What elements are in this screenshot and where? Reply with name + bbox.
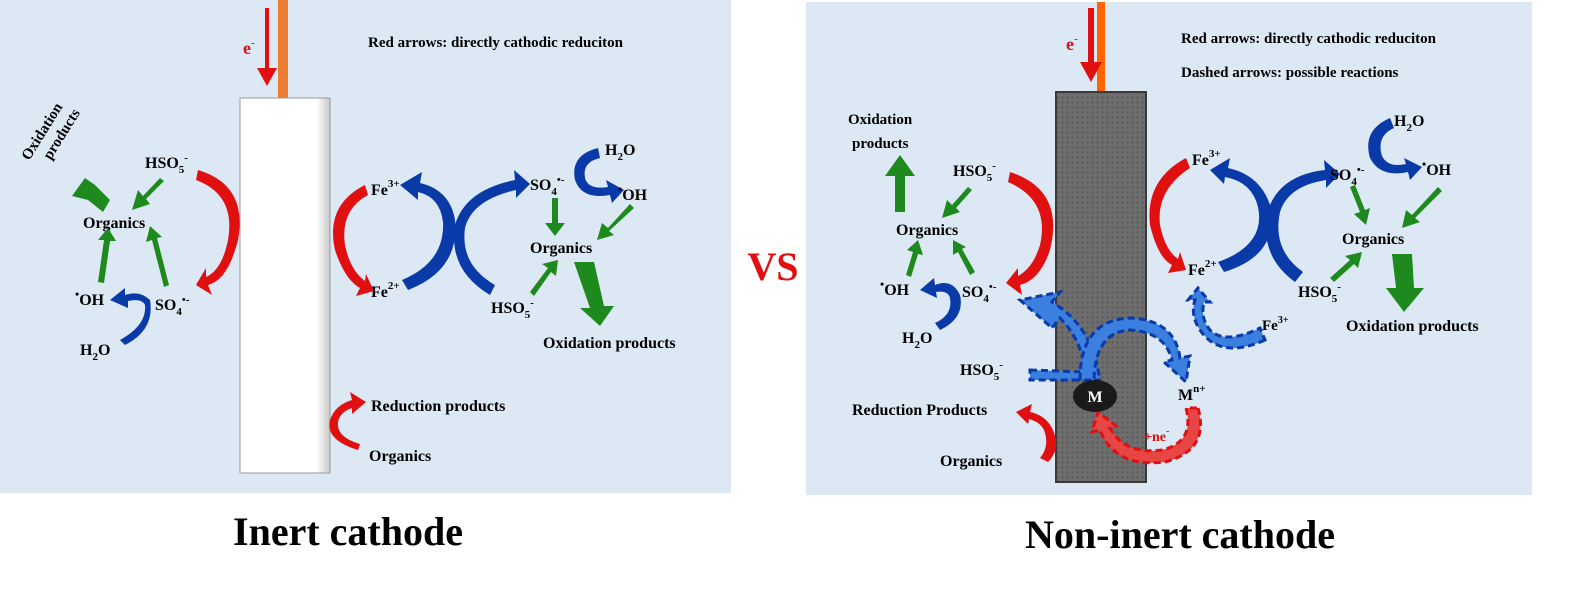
right-legend-2: Dashed arrows: possible reactions xyxy=(1181,65,1399,81)
right-plus-ne-label: +ne- xyxy=(1144,426,1169,445)
left-blue-arrow-fe2-to-fe3 xyxy=(400,172,456,290)
left-green-arrow-to-oxidation xyxy=(72,178,110,212)
right-right-oh-label: •OH xyxy=(1422,157,1452,179)
right-right-oxidation-label: Oxidation products xyxy=(1346,318,1479,335)
left-hso5-label: HSO5- xyxy=(145,152,188,176)
left-caption: Inert cathode xyxy=(233,509,463,554)
right-dashed-arrow-mn-to-m xyxy=(1089,406,1203,465)
left-right-hso5-label: HSO5- xyxy=(491,297,534,321)
left-green-arrow-so4-to-organics xyxy=(545,198,565,236)
left-green-arrow-oh-to-organics xyxy=(597,204,634,240)
right-dashed-arrow-m-to-mn xyxy=(1078,316,1192,385)
right-green-arrow-hso5-to-organics xyxy=(1330,252,1362,282)
right-green-arrow-so4-to-organics xyxy=(953,240,975,275)
right-metal-m-label: M xyxy=(1087,389,1102,406)
right-blue-arrow-h2o-to-oh xyxy=(920,278,961,330)
left-right-oh-label: •OH xyxy=(618,182,648,204)
right-right-so4-label: SO4•- xyxy=(1330,164,1365,188)
right-h2o-label: H2O xyxy=(902,330,932,351)
right-right-hso5-label: HSO5- xyxy=(1298,281,1341,305)
left-green-arrow-oh-to-organics xyxy=(98,228,116,283)
left-right-so4-label: SO4•- xyxy=(530,174,565,198)
left-green-arrow-organics-to-oxidation xyxy=(574,262,614,326)
right-blue-arrow-hso5-to-so4 xyxy=(1265,160,1340,282)
left-electron-arrow xyxy=(257,8,277,86)
left-red-arrow-fe3-to-fe2 xyxy=(333,185,374,296)
left-blue-arrow-h2o-to-oh xyxy=(574,148,624,203)
left-inert-electrode xyxy=(239,97,331,474)
right-green-arrow-organics-to-oxidation xyxy=(1386,254,1424,312)
right-fe2-label: Fe2+ xyxy=(1188,258,1217,279)
right-oh-label: •OH xyxy=(880,277,910,299)
left-right-h2o-label: H2O xyxy=(605,142,635,163)
left-reduction-organics-label: Organics xyxy=(369,448,431,465)
left-red-arrow-hso5-to-so4 xyxy=(196,170,240,295)
right-red-arrow-hso5-to-so4 xyxy=(1006,172,1054,295)
right-wire xyxy=(1097,2,1105,94)
left-fe3-label: Fe3+ xyxy=(371,178,400,199)
left-so4-label: SO4•- xyxy=(155,294,190,318)
right-right-h2o-label: H2O xyxy=(1394,113,1424,134)
right-fe3-label: Fe3+ xyxy=(1192,148,1221,169)
right-red-arrow-reduction xyxy=(1016,404,1057,462)
left-red-arrow-reduction xyxy=(329,392,366,450)
right-caption: Non-inert cathode xyxy=(1025,512,1335,557)
left-green-arrow-hso5-to-organics xyxy=(530,260,558,296)
left-green-arrow-hso5-to-organics xyxy=(132,178,164,210)
right-legend-1: Red arrows: directly cathodic reduciton xyxy=(1181,31,1437,47)
right-green-arrow-oh-to-organics xyxy=(906,240,923,277)
left-legend: Red arrows: directly cathodic reduciton xyxy=(368,35,624,51)
left-right-oxidation-label: Oxidation products xyxy=(543,335,676,352)
right-so4-label: SO4•- xyxy=(962,281,997,305)
right-organics-label: Organics xyxy=(896,222,958,239)
right-hso5-label: HSO5- xyxy=(953,160,996,184)
right-red-arrow-fe3-to-fe2 xyxy=(1149,158,1190,273)
left-electron-label: e- xyxy=(243,37,255,58)
right-electron-label: e- xyxy=(1066,33,1078,54)
right-green-arrow-oh-to-organics xyxy=(1402,187,1442,228)
right-green-arrow-so4-to-organics xyxy=(1350,185,1370,225)
left-green-arrow-so4-to-organics xyxy=(146,226,169,287)
right-green-arrow-hso5-to-organics xyxy=(942,187,972,218)
left-panel-background xyxy=(0,0,731,493)
right-metal-m-circle xyxy=(1073,380,1117,412)
left-blue-arrow-h2o-to-oh xyxy=(110,288,151,345)
right-panel-background xyxy=(806,2,1532,495)
right-reduction-organics-label: Organics xyxy=(940,453,1002,470)
right-green-arrow-to-oxidation xyxy=(885,155,915,212)
vs-label: VS xyxy=(747,244,798,289)
right-right-organics-label: Organics xyxy=(1342,231,1404,248)
left-fe2-label: Fe2+ xyxy=(371,280,400,301)
left-h2o-label: H2O xyxy=(80,342,110,363)
left-organics-label: Organics xyxy=(83,215,145,232)
right-hso5-lower-label: HSO5- xyxy=(960,359,1003,383)
right-blue-arrow-h2o-to-oh xyxy=(1368,118,1422,180)
left-blue-arrow-hso5-to-so4 xyxy=(454,170,530,295)
right-reduction-products-label: Reduction Products xyxy=(852,402,987,419)
left-right-organics-label: Organics xyxy=(530,240,592,257)
right-fe3-dashed-label: Fe3+ xyxy=(1262,315,1289,334)
right-metal-ion-label: Mn+ xyxy=(1178,383,1206,404)
right-blue-arrow-fe2-to-fe3 xyxy=(1210,158,1272,272)
left-oh-label: •OH xyxy=(75,287,105,309)
left-wire xyxy=(278,0,288,98)
left-reduction-products-label: Reduction products xyxy=(371,398,505,415)
right-electron-arrow xyxy=(1080,8,1102,82)
right-dashed-arrow-fe3-to-fe2 xyxy=(1184,285,1267,350)
